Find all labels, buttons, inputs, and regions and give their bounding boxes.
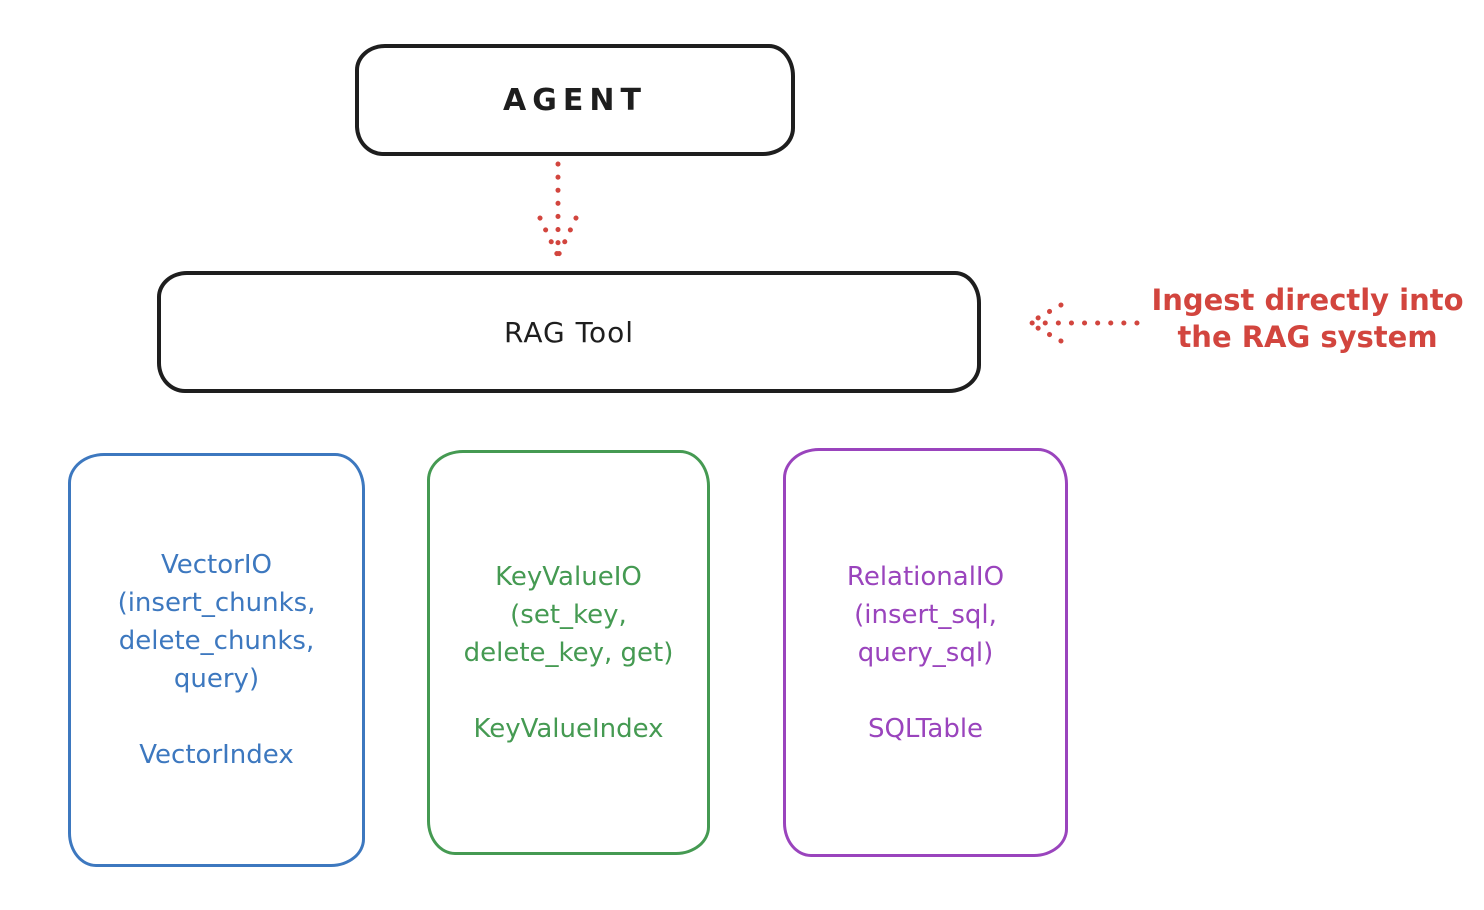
dotted-arrow-ingest-icon [1026, 302, 1140, 344]
ingest-annotation-line2: the RAG system [1177, 320, 1438, 354]
backend-index-label: SQLTable [867, 713, 984, 744]
backend-box-vectorio: VectorIO (insert_chunks, delete_chunks, … [68, 453, 365, 867]
agent-box: AGENT [355, 44, 795, 156]
backend-index-label: KeyValueIndex [473, 713, 664, 744]
dotted-arrow-agent-to-rag-icon [537, 161, 579, 259]
backend-title: RelationalIO [846, 561, 1005, 592]
backend-methods-line: (insert_sql, [854, 599, 997, 630]
backend-methods-line: delete_key, get) [463, 637, 674, 668]
backend-methods-line: query) [173, 664, 260, 694]
backend-methods-line: (insert_chunks, [117, 588, 316, 618]
backend-index-label: VectorIndex [139, 740, 294, 770]
backend-methods-line: delete_chunks, [118, 626, 315, 656]
agent-label: AGENT [503, 82, 647, 118]
rag-tool-box: RAG Tool [157, 271, 981, 393]
ingest-annotation-line1: Ingest directly into [1151, 283, 1464, 317]
backend-title: VectorIO [161, 550, 272, 580]
backend-box-keyvalueio: KeyValueIO (set_key, delete_key, get) Ke… [427, 450, 710, 855]
rag-tool-label: RAG Tool [504, 315, 634, 349]
ingest-annotation: Ingest directly into the RAG system [1135, 282, 1480, 356]
backend-methods-line: query_sql) [857, 637, 994, 668]
backend-methods-line: (set_key, [510, 599, 627, 630]
backend-box-relationalio: RelationalIO (insert_sql, query_sql) SQL… [783, 448, 1068, 857]
backend-title: KeyValueIO [495, 561, 642, 592]
